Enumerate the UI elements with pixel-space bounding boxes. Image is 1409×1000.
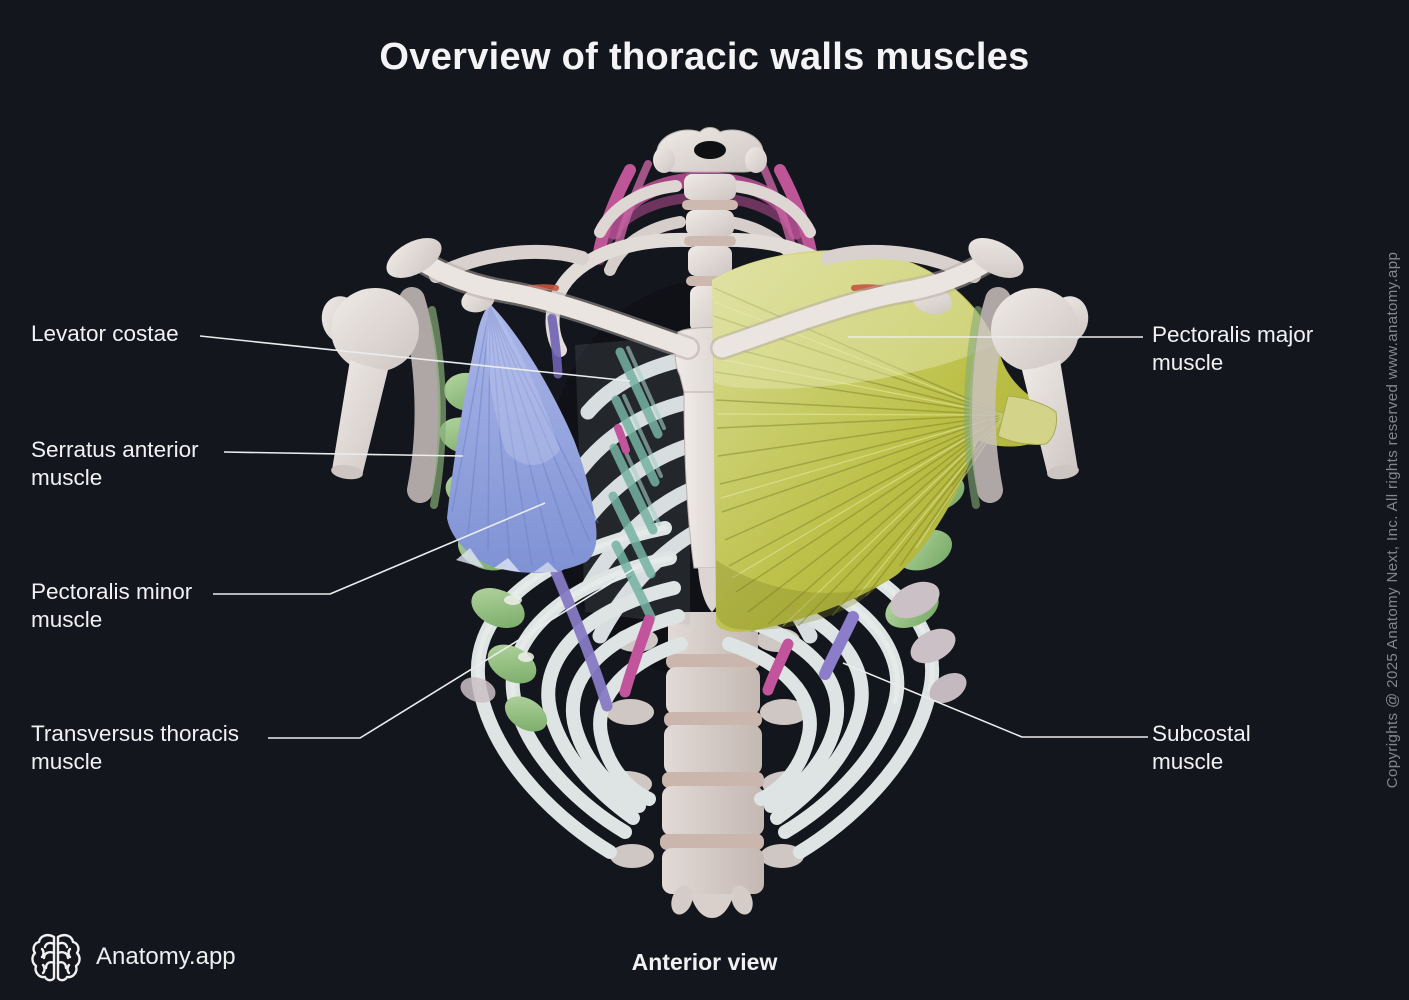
brand-name: Anatomy.app (96, 943, 236, 970)
label-serratus-anterior: Serratus anterior muscle (31, 437, 199, 490)
view-label: Anterior view (631, 949, 778, 975)
pectoralis-major-tendon (997, 395, 1057, 445)
leader-line-transversus-thoracis (268, 566, 638, 739)
leader-line-serratus-anterior (223, 451, 464, 457)
subcostal-muscle-shape (819, 611, 859, 680)
intercostal-accents (547, 313, 859, 712)
brand-footer: Anatomy.app (30, 931, 236, 983)
label-transversus-thoracis: Transversus thoracis muscle (31, 721, 239, 774)
label-pectoralis-minor: Pectoralis minor muscle (31, 579, 193, 632)
label-levator-costae: Levator costae (31, 321, 179, 346)
copyright-text: Copyrights @ 2025 Anatomy Next, Inc. All… (1384, 251, 1401, 789)
page-title: Overview of thoracic walls muscles (379, 36, 1030, 78)
shoulder-girdle (321, 238, 1089, 509)
label-pectoralis-major: Pectoralis major muscle (1152, 322, 1314, 375)
label-subcostal: Subcostal muscle (1152, 721, 1251, 774)
leader-line-subcostal (842, 662, 1148, 738)
brain-logo-icon (31, 934, 81, 982)
pectoralis-minor-muscle-shape (447, 304, 599, 573)
leader-line-pectoralis-minor (213, 502, 546, 595)
leader-line-levator-costae (199, 335, 631, 382)
